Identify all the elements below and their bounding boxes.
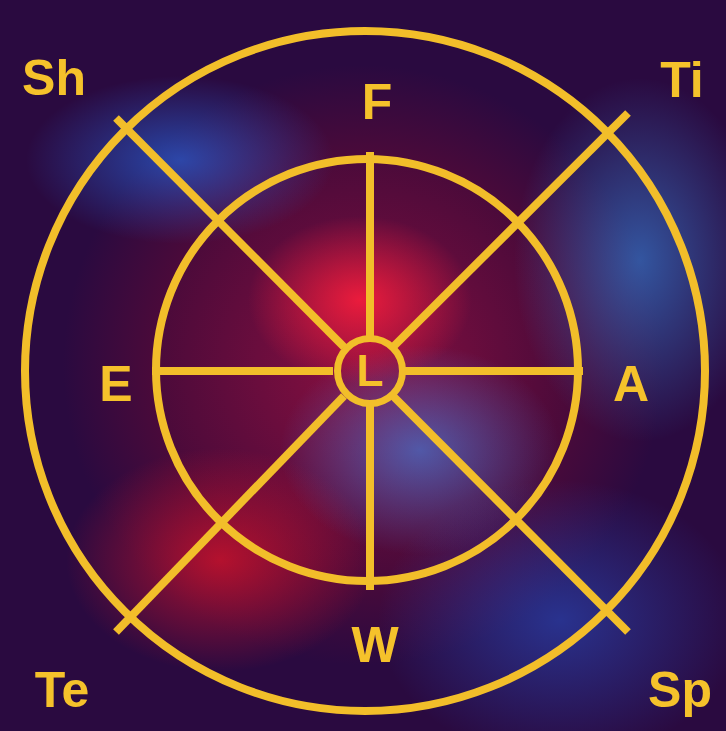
- axis-label: A: [613, 359, 649, 409]
- axis-label: Sp: [648, 665, 712, 715]
- axis-label: F: [362, 77, 393, 127]
- spoke: [393, 113, 628, 347]
- axis-label: Sh: [22, 53, 86, 103]
- outer-ring: [25, 31, 705, 711]
- axis-label: Te: [35, 665, 90, 715]
- axis-label: W: [351, 620, 398, 670]
- spoke: [393, 396, 628, 632]
- axis-label: E: [99, 359, 132, 409]
- spoke: [116, 118, 344, 347]
- spoke: [152, 367, 333, 375]
- spoke: [405, 367, 583, 375]
- center-circle: L: [334, 335, 406, 407]
- spoke: [116, 396, 344, 632]
- axis-label: Ti: [660, 55, 704, 105]
- center-letter: L: [357, 349, 384, 393]
- spoke: [366, 405, 374, 590]
- spoke: [366, 152, 374, 337]
